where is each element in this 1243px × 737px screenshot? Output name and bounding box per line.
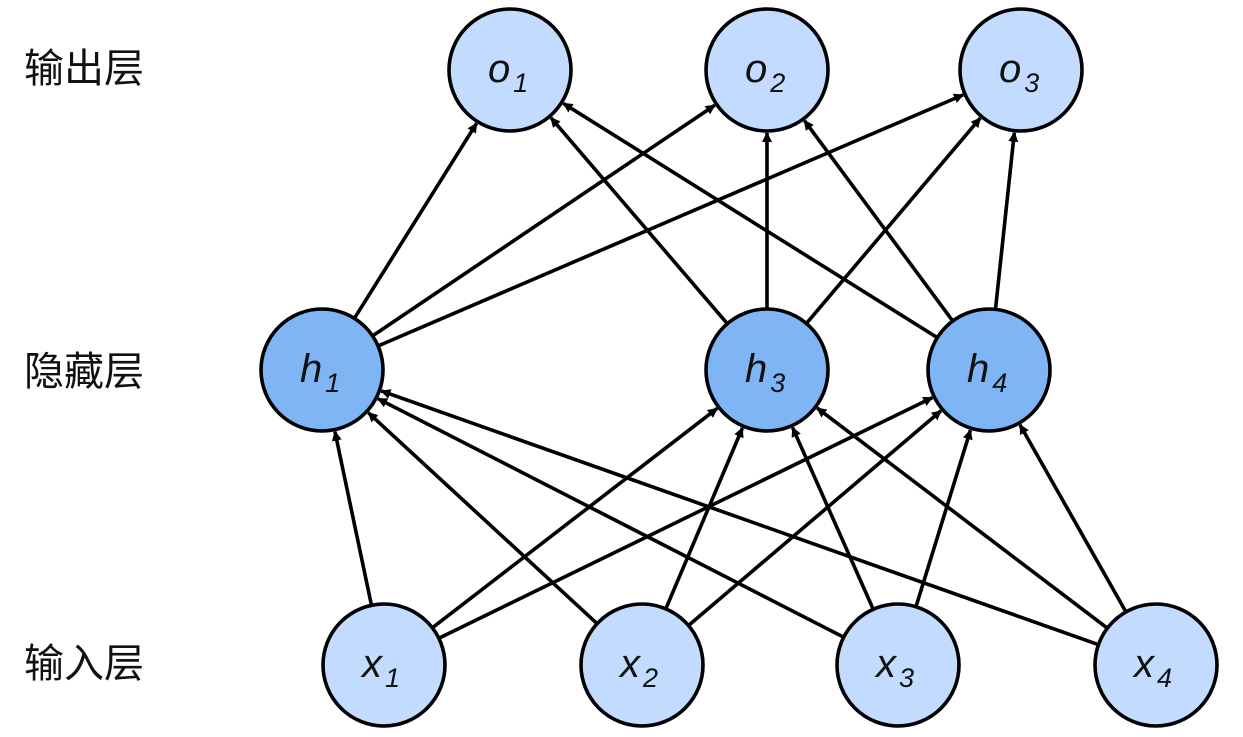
- node-circle-x4: [1093, 602, 1219, 728]
- node-circle-h1: [259, 307, 385, 433]
- node-var-h4: h: [967, 347, 989, 391]
- node-sub-o1: 1: [513, 68, 528, 98]
- node-sub-o3: 3: [1024, 68, 1039, 98]
- node-var-h3: h: [745, 347, 767, 391]
- node-circle-x3: [835, 602, 961, 728]
- node-circle-h3: [704, 307, 830, 433]
- edge-h3-o3: [805, 116, 982, 325]
- edge-x3-h3: [790, 426, 875, 610]
- edge-x2-h1: [367, 411, 599, 625]
- node-var-x1: x: [360, 642, 384, 686]
- node-var-o2: o: [745, 47, 767, 91]
- node-sub-h4: 4: [992, 368, 1007, 398]
- node-circle-o1: [447, 7, 573, 133]
- node-var-x2: x: [618, 642, 642, 686]
- edge-h4-o3: [993, 131, 1019, 310]
- edge-x3-h1: [377, 397, 845, 639]
- edge-h4-o2: [803, 119, 955, 323]
- edge-x2-h3: [664, 427, 745, 610]
- node-sub-x4: 4: [1157, 663, 1172, 693]
- node-var-o3: o: [999, 47, 1021, 91]
- node-var-h1: h: [300, 347, 322, 391]
- layer-label-hidden: 隐藏层: [24, 349, 144, 395]
- edge-x1-h1: [331, 430, 374, 606]
- node-sub-h1: 1: [325, 368, 340, 398]
- node-sub-o2: 2: [769, 68, 785, 98]
- layer-label-output: 输出层: [24, 46, 144, 92]
- node-var-x4: x: [1132, 642, 1156, 686]
- edge-h1-o1: [352, 122, 479, 320]
- node-sub-x1: 1: [385, 663, 400, 693]
- node-circle-h4: [926, 307, 1052, 433]
- node-circle-x1: [321, 602, 447, 728]
- edge-x4-h4: [1018, 423, 1128, 613]
- edge-h1-o2: [371, 103, 716, 338]
- edge-x1-h3: [431, 407, 719, 630]
- node-var-o1: o: [488, 47, 510, 91]
- edge-x4-h1: [380, 389, 1100, 647]
- edge-h1-o3: [377, 93, 965, 348]
- layer-label-input: 输入层: [24, 641, 144, 687]
- edges: [331, 93, 1128, 647]
- edge-x1-h4: [438, 395, 934, 640]
- edge-x2-h4: [687, 409, 943, 627]
- node-sub-h3: 3: [770, 368, 785, 398]
- node-circle-o3: [958, 7, 1084, 133]
- node-circle-x2: [579, 602, 705, 728]
- node-sub-x2: 2: [642, 663, 658, 693]
- edge-h4-o1: [562, 101, 939, 340]
- edge-h3-o1: [549, 116, 729, 325]
- edge-x3-h4: [914, 429, 973, 608]
- node-var-x3: x: [874, 642, 898, 686]
- node-circle-o2: [704, 7, 830, 133]
- edge-x4-h3: [816, 406, 1109, 630]
- node-sub-x3: 3: [899, 663, 914, 693]
